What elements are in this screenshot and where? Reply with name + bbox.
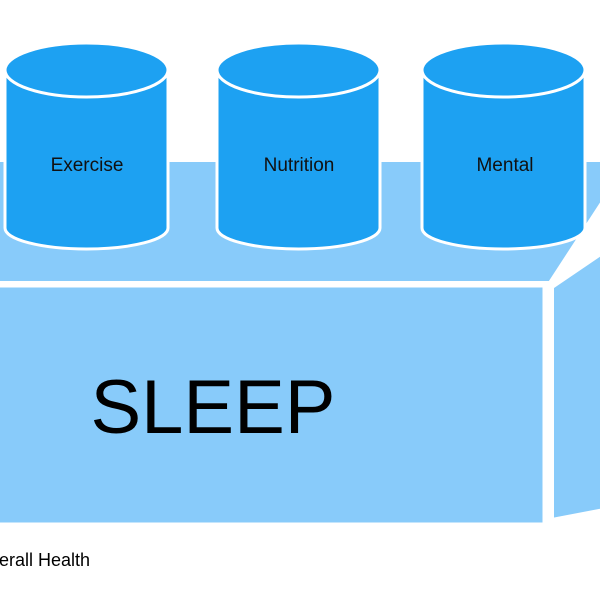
pillar-exercise-label: Exercise: [51, 155, 124, 176]
sleep-block-side-face: [550, 251, 600, 522]
pillar-nutrition: Nutrition: [215, 41, 382, 251]
sleep-block-label: SLEEP: [90, 365, 335, 450]
pillar-exercise-top: [3, 41, 170, 99]
sleep-block-front-face: [0, 282, 548, 528]
overall-health-caption: erall Health: [0, 550, 90, 570]
pillar-nutrition-body: [215, 68, 382, 251]
pillar-mental-label: Mental: [476, 155, 533, 176]
pillar-exercise: Exercise: [3, 41, 170, 251]
pillar-nutrition-top: [215, 41, 382, 99]
pillar-exercise-body: [3, 68, 170, 251]
pillar-mental: Mental: [420, 41, 587, 251]
pillar-mental-body: [420, 68, 587, 251]
pillar-mental-top: [420, 41, 587, 99]
pillar-nutrition-label: Nutrition: [264, 155, 335, 176]
